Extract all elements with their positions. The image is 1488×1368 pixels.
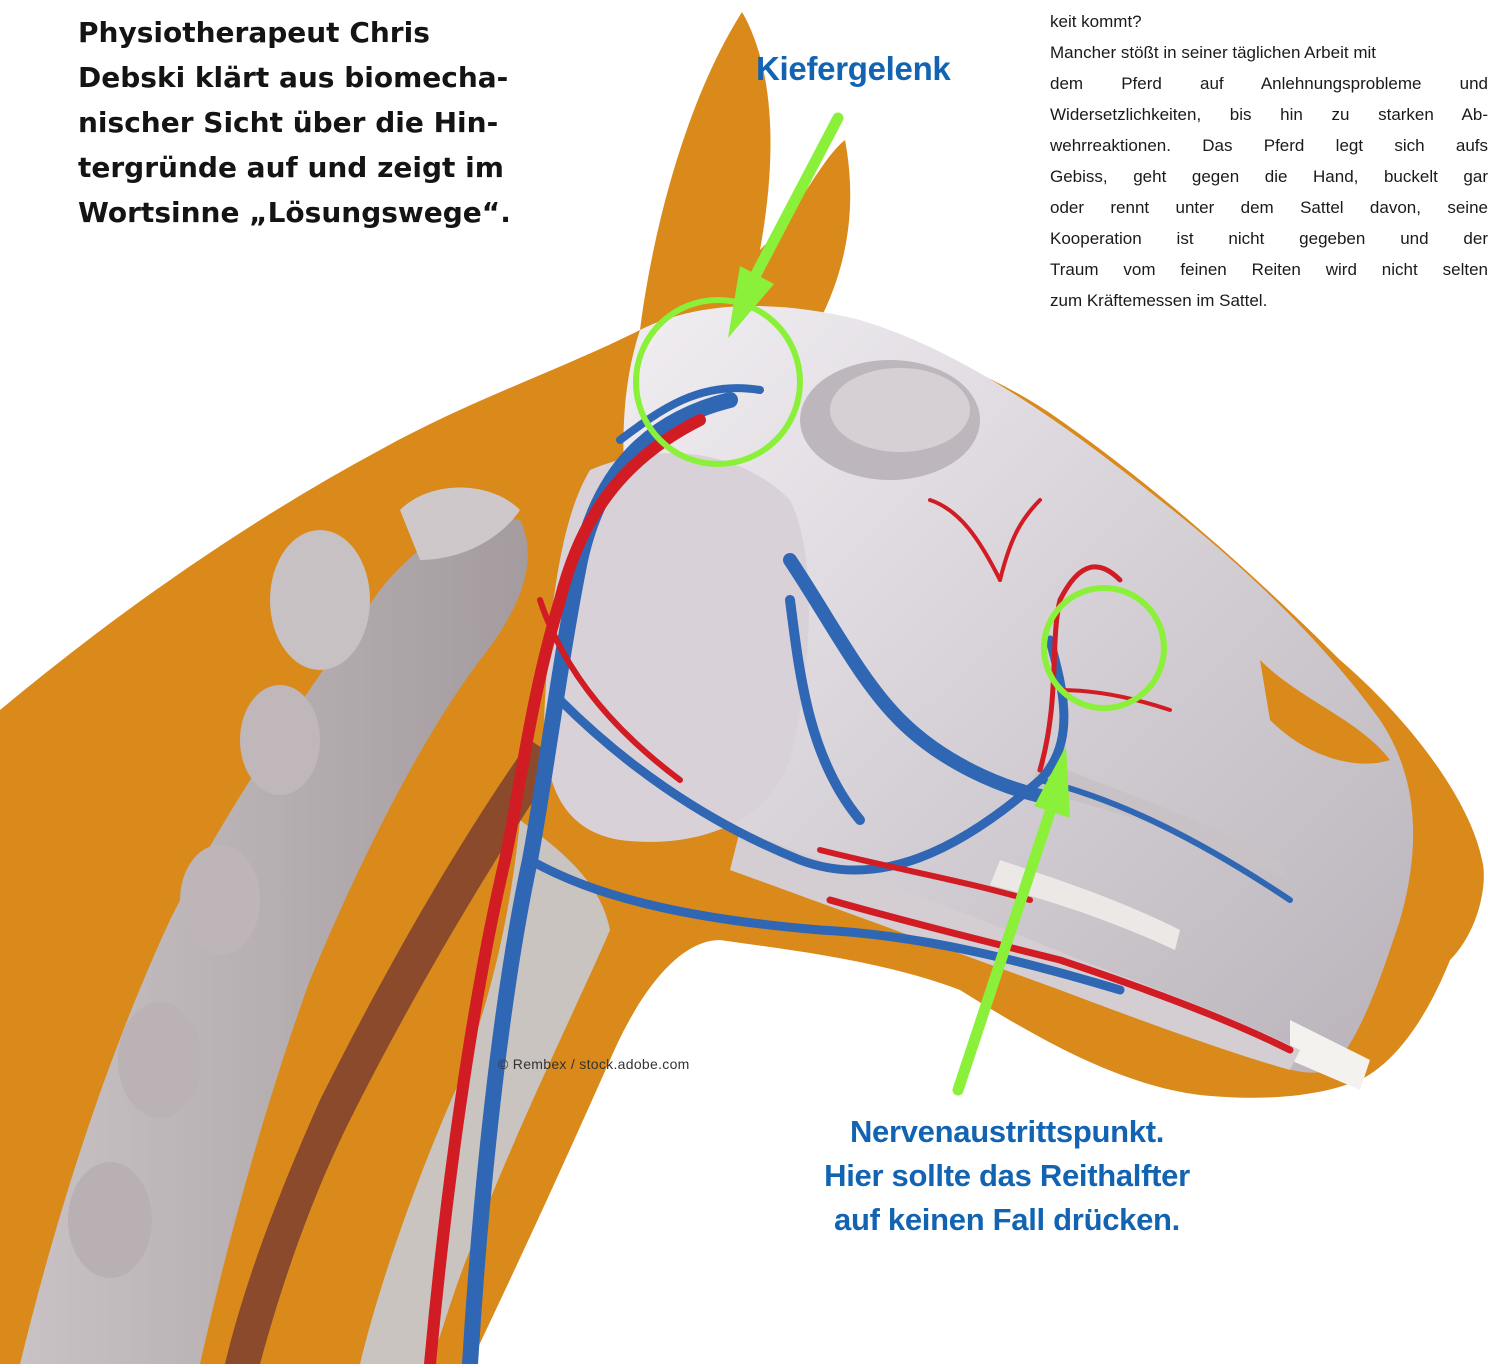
intro-line: tergründe auf und zeigt im — [78, 145, 518, 190]
nerve-label-line: auf keinen Fall drücken. — [792, 1198, 1222, 1242]
article-line: zum Kräftemessen im Sattel. — [1050, 285, 1488, 316]
intro-line: Debski klärt aus biomecha- — [78, 55, 518, 100]
article-line: Gebiss, geht gegen die Hand, buckelt gar — [1050, 161, 1488, 192]
nerve-label-line: Nervenaustrittspunkt. — [792, 1110, 1222, 1154]
mandible — [544, 453, 809, 842]
article-line: oder rennt unter dem Sattel davon, seine — [1050, 192, 1488, 223]
article-line: Traum vom feinen Reiten wird nicht selte… — [1050, 254, 1488, 285]
article-line: Widersetzlichkeiten, bis hin zu starken … — [1050, 99, 1488, 130]
article-line: dem Pferd auf Anlehnungsprobleme und — [1050, 68, 1488, 99]
article-line: Mancher stößt in seiner täglichen Arbeit… — [1050, 37, 1488, 68]
intro-line: Physiotherapeut Chris — [78, 10, 518, 55]
image-credit: © Rembex / stock.adobe.com — [498, 1056, 690, 1072]
jaw-joint-label: Kiefergelenk — [756, 50, 950, 88]
article-line: Kooperation ist nicht gegeben und der — [1050, 223, 1488, 254]
article-line: wehrreaktionen. Das Pferd legt sich aufs — [1050, 130, 1488, 161]
intro-text: Physiotherapeut Chris Debski klärt aus b… — [78, 10, 518, 235]
intro-line: nischer Sicht über die Hin- — [78, 100, 518, 145]
nerve-label-line: Hier sollte das Reithalfter — [792, 1154, 1222, 1198]
article-text: keit kommt? Mancher stößt in seiner tägl… — [1050, 6, 1488, 316]
article-line: keit kommt? — [1050, 6, 1488, 37]
intro-line: Wortsinne „Lösungswege“. — [78, 190, 518, 235]
nerve-exit-label: Nervenaustrittspunkt. Hier sollte das Re… — [792, 1110, 1222, 1242]
